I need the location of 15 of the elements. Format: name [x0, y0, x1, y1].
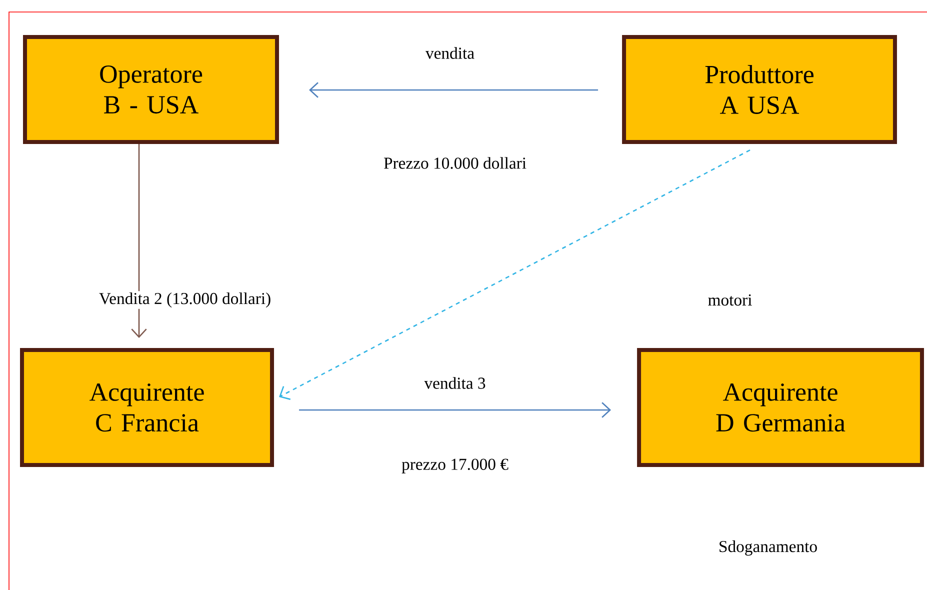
edge-label: Vendita 2 (13.000 dollari): [98, 291, 272, 309]
edge-label: vendita 3: [422, 376, 488, 390]
process-box: Operatore B - USA: [23, 34, 279, 144]
note-label: Sdoganamento: [720, 540, 817, 556]
process-box: Acquirente D Germania: [637, 348, 924, 467]
note-label: prezzo 17.000 €: [402, 458, 508, 474]
arrow: [279, 149, 750, 400]
note-label: Prezzo 10.000 dollari: [384, 157, 526, 169]
edge-label: vendita: [424, 46, 476, 60]
note-label: motori: [708, 294, 752, 306]
process-box: Produttore A USA: [622, 34, 897, 144]
arrow: [299, 402, 612, 418]
arrow: [131, 144, 147, 338]
arrow: [309, 82, 598, 98]
process-box: Acquirente C Francia: [20, 348, 274, 467]
